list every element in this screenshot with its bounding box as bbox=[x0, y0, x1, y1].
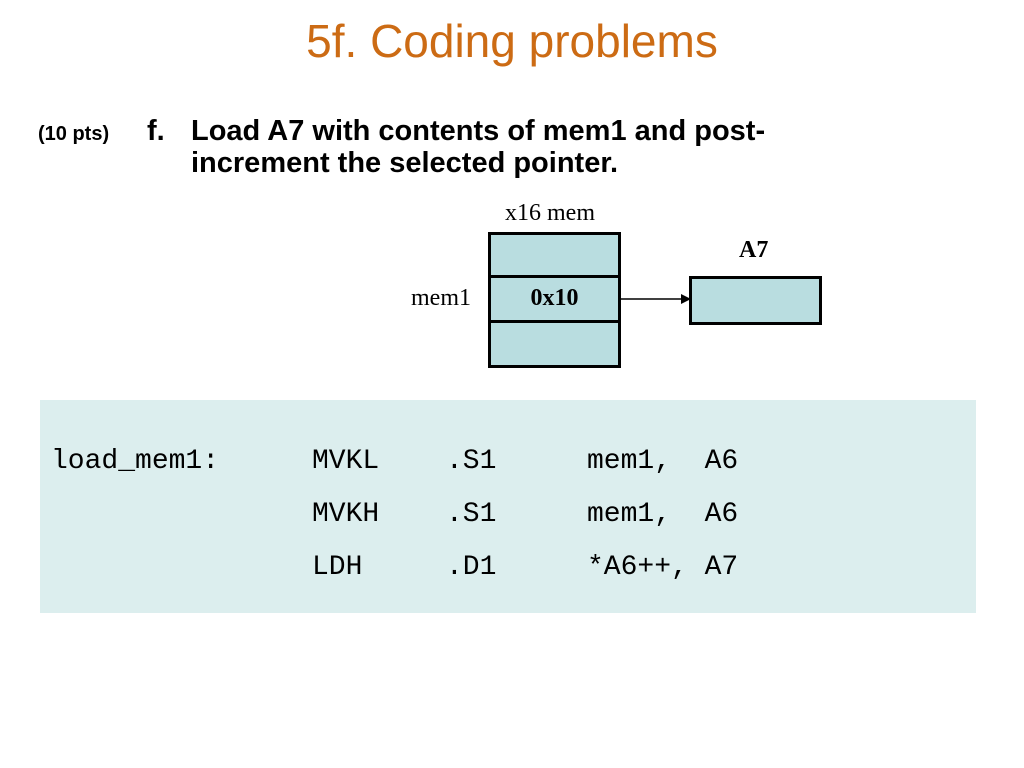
code-line-3-opcode: LDH bbox=[312, 552, 363, 583]
question-letter: f. bbox=[147, 115, 165, 147]
code-line-1-opcode: MVKL bbox=[312, 446, 380, 477]
code-line-1-label: load_mem1: bbox=[51, 446, 220, 477]
page-title: 5f. Coding problems bbox=[306, 15, 718, 67]
code-line-3-operands: *A6++, A7 bbox=[587, 552, 739, 583]
code-line-3-unit: .D1 bbox=[446, 552, 497, 583]
memory-cell-top bbox=[488, 232, 621, 278]
memory-cell-bottom bbox=[488, 320, 621, 368]
register-label: A7 bbox=[739, 237, 769, 263]
memory-label: x16 mem bbox=[505, 200, 595, 226]
arrow-icon bbox=[621, 294, 691, 304]
code-line-1-operands: mem1, A6 bbox=[587, 446, 739, 477]
code-line-2-opcode: MVKH bbox=[312, 499, 380, 530]
memory-cell-mem1: 0x10 bbox=[488, 275, 621, 323]
register-cell-a7 bbox=[689, 276, 822, 325]
question-text: Load A7 with contents of mem1 and post-i… bbox=[191, 115, 766, 179]
code-block: load_mem1: MVKL .S1 mem1, A6 MVKH .S1 me… bbox=[40, 400, 976, 613]
points-label: (10 pts) bbox=[38, 123, 110, 145]
code-line-2-operands: mem1, A6 bbox=[587, 499, 739, 530]
code-line-1-unit: .S1 bbox=[446, 446, 497, 477]
row-label: mem1 bbox=[411, 285, 471, 311]
code-line-2-unit: .S1 bbox=[446, 499, 497, 530]
